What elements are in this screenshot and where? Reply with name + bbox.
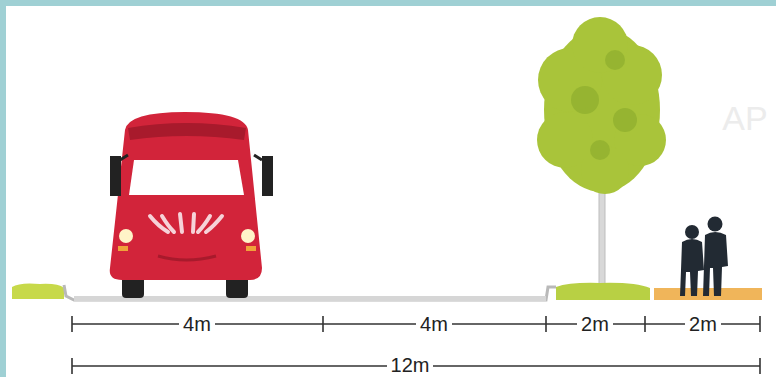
dimension-label: 12m [387,354,434,376]
grass [12,283,64,299]
grass-strip [556,283,650,300]
dimension-label: 4m [179,313,215,335]
road-surface [74,296,546,301]
tree-trunk [599,180,605,288]
frame-bar [0,0,776,6]
bus [110,112,273,298]
tree-shade [571,50,637,160]
pedestrians [680,217,728,297]
dimension-label: 2m [685,313,721,335]
tree-crown [537,17,666,194]
frame-bar [0,0,6,377]
dimension-label: 2m [577,313,613,335]
dimension-label: 4m [416,313,452,335]
watermark: AP [722,100,767,136]
